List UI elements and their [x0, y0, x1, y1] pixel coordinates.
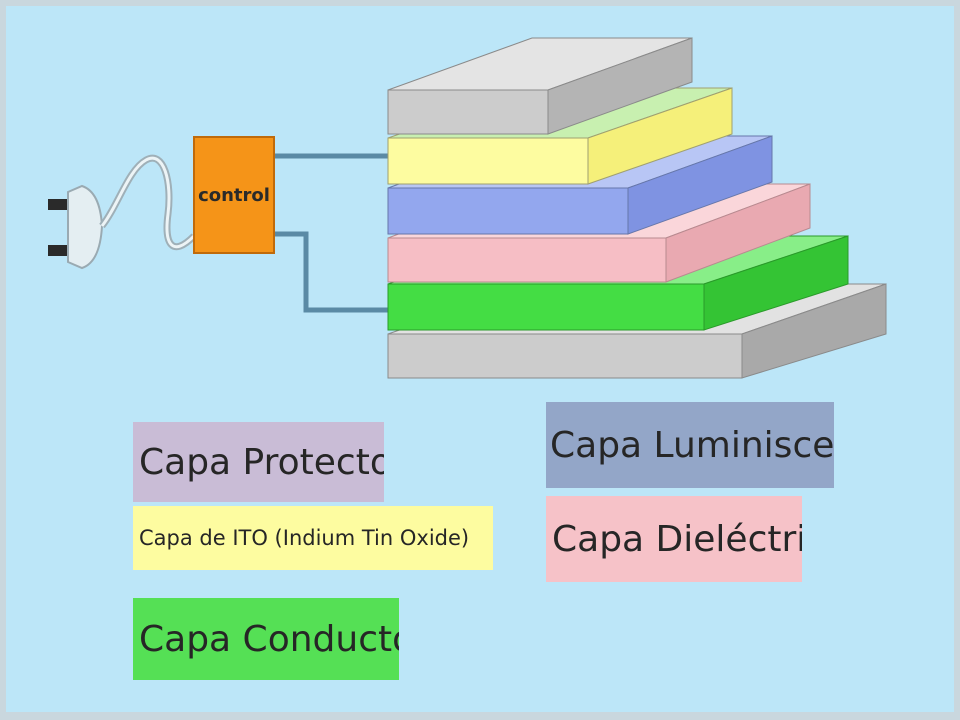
legend-capa-dielectrica: Capa Dieléctrica	[546, 496, 802, 582]
legend-capa-ito: Capa de ITO (Indium Tin Oxide)	[133, 506, 493, 570]
layer-protectora	[387, 37, 693, 135]
legend-capa-protectora: Capa Protectora	[133, 422, 384, 502]
control-box	[193, 136, 275, 254]
legend-capa-luminiscente: Capa Luminiscente	[546, 402, 834, 488]
legend-capa-conductora: Capa Conductora	[133, 598, 399, 680]
plug-icon	[48, 154, 197, 270]
control-wires	[274, 153, 388, 313]
control-label: control	[198, 184, 270, 206]
layer-stack	[387, 37, 887, 379]
